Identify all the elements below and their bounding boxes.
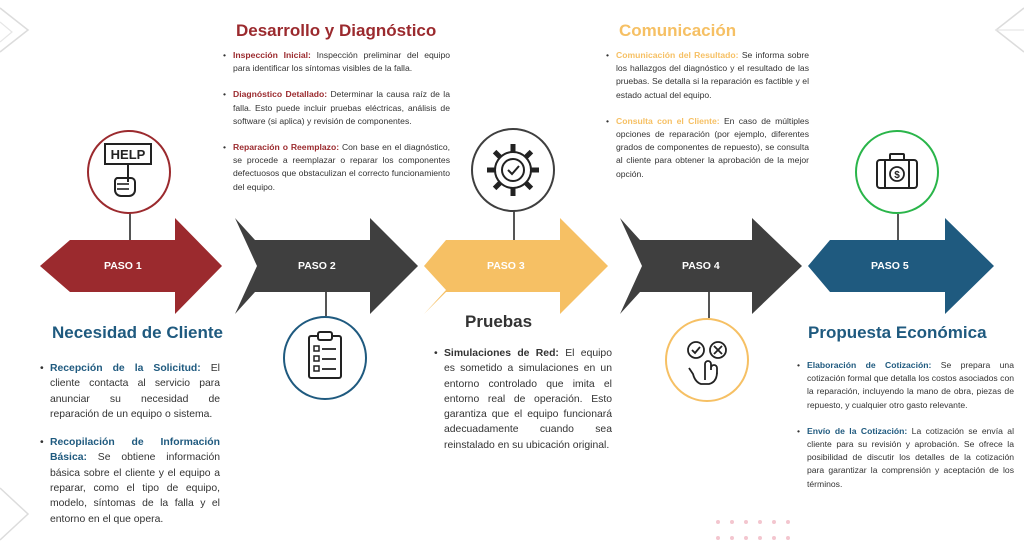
paso-3-title: Pruebas [465,312,533,331]
help-sign-text: HELP [111,147,146,162]
clipboard-checklist-icon [308,331,342,379]
icon-circle-paso-5: $ [855,130,939,214]
paso-1-title: Necesidad de Cliente [52,323,224,342]
paso-4-bullets: Comunicación del Resultado: Se informa s… [606,49,809,194]
icon-circle-paso-4 [665,318,749,402]
arrow-paso-3 [424,218,608,314]
paso-5-bullet-2: Envío de la Cotización: La cotización se… [797,425,1014,491]
connector-paso-1 [129,196,131,240]
corner-decoration-bottom-left [0,487,30,541]
arrow-paso-4 [620,218,802,314]
icon-circle-paso-1: HELP [87,130,171,214]
paso-3-bullets: Simulaciones de Red: El equipo es someti… [434,346,612,466]
paso-2-label: PASO 2 [298,260,336,272]
paso-4-label: PASO 4 [682,260,720,272]
paso-3-bullet-1: Simulaciones de Red: El equipo es someti… [434,346,612,453]
paso-5-label: PASO 5 [871,260,909,272]
paso-2-bullet-3: Reparación o Reemplazo: Con base en el d… [223,141,450,194]
paso-5-bullets: Elaboración de Cotización: Se prepara un… [797,359,1014,504]
gear-check-icon [487,144,539,196]
paso-4-title: Comunicación [619,21,737,40]
paso-1-bullets: Recepción de la Solicitud: El cliente co… [40,361,220,540]
paso-2-bullet-1: Inspección Inicial: Inspección prelimina… [223,49,450,75]
connector-paso-5 [897,214,899,240]
arrow-paso-1 [40,218,222,314]
paso-5-title: Propuesta Económica [808,323,987,342]
paso-4-bullet-2: Consulta con el Cliente: En caso de múlt… [606,115,809,181]
paso-2-title: Desarrollo y Diagnóstico [236,21,437,40]
paso-1-bullet-2: Recopilación de Información Básica: Se o… [40,435,220,527]
paso-1-bullet-1: Recepción de la Solicitud: El cliente co… [40,361,220,422]
svg-text:$: $ [894,170,900,181]
corner-decoration-top-left [0,7,30,53]
connector-paso-2 [325,292,327,316]
hand-check-cross-icon [687,341,727,385]
money-briefcase-icon: $ [876,153,918,189]
connector-paso-3 [513,210,515,240]
paso-2-bullet-2: Diagnóstico Detallado: Determinar la cau… [223,88,450,128]
arrow-paso-2 [235,218,418,314]
paso-2-bullets: Inspección Inicial: Inspección prelimina… [223,49,450,207]
help-sign-icon: HELP [104,143,152,197]
icon-circle-paso-2 [283,316,367,400]
paso-3-label: PASO 3 [487,260,525,272]
paso-1-label: PASO 1 [104,260,142,272]
paso-4-bullet-1: Comunicación del Resultado: Se informa s… [606,49,809,102]
arrow-paso-5 [808,218,994,314]
connector-paso-4 [708,292,710,318]
corner-decoration-top-right [994,7,1024,53]
paso-5-bullet-1: Elaboración de Cotización: Se prepara un… [797,359,1014,412]
icon-circle-paso-3 [471,128,555,212]
